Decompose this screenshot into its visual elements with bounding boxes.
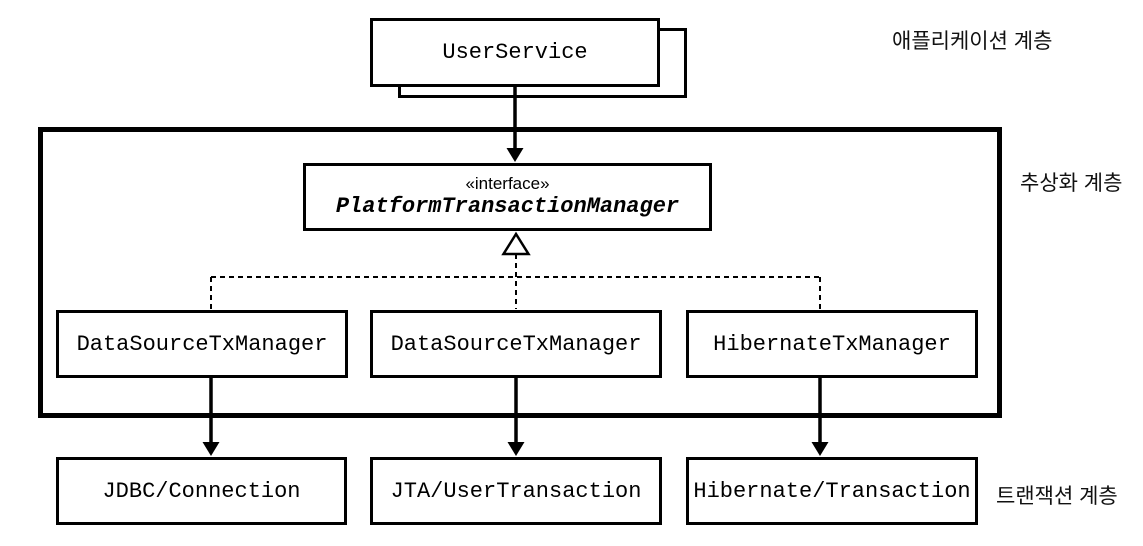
interface-name: PlatformTransactionManager xyxy=(335,194,680,219)
box-datasource-tx-manager-2: DataSourceTxManager xyxy=(370,310,662,378)
api-label: Hibernate/Transaction xyxy=(693,478,971,504)
manager-label: DataSourceTxManager xyxy=(390,331,642,357)
box-jta-usertransaction: JTA/UserTransaction xyxy=(370,457,662,525)
api-label: JTA/UserTransaction xyxy=(390,478,642,504)
api-label: JDBC/Connection xyxy=(102,478,301,504)
box-datasource-tx-manager-1: DataSourceTxManager xyxy=(56,310,348,378)
box-hibernate-tx-manager: HibernateTxManager xyxy=(686,310,978,378)
interface-box: «interface» PlatformTransactionManager xyxy=(303,163,712,231)
box-jdbc-connection: JDBC/Connection xyxy=(56,457,347,525)
box-hibernate-transaction: Hibernate/Transaction xyxy=(686,457,978,525)
manager-label: DataSourceTxManager xyxy=(76,331,328,357)
layer-label-transaction: 트랜잭션 계층 xyxy=(996,485,1118,508)
layer-label-application: 애플리케이션 계층 xyxy=(892,30,1053,53)
interface-stereotype: «interface» xyxy=(465,174,550,193)
layer-label-abstraction: 추상화 계층 xyxy=(1020,172,1123,195)
user-service-box: UserService xyxy=(370,18,660,87)
manager-label: HibernateTxManager xyxy=(713,331,951,357)
user-service-label: UserService xyxy=(442,40,588,65)
abstraction-layer-box xyxy=(38,127,1002,418)
